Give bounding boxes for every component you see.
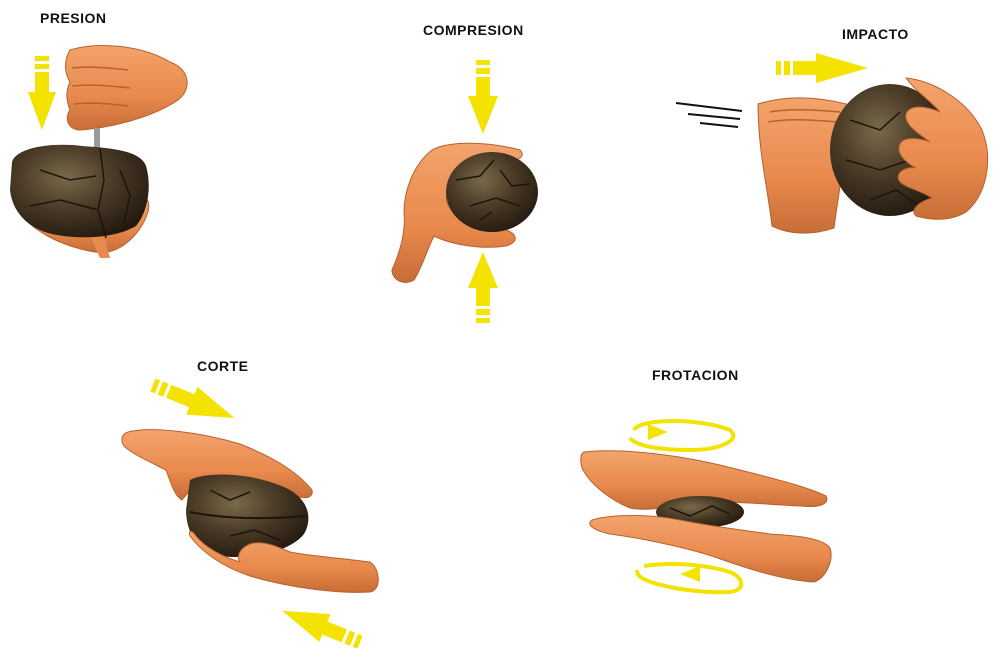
compresion-rock-icon <box>446 152 538 232</box>
compresion-top-arrow-icon <box>468 60 498 134</box>
compresion-bottom-arrow-icon <box>468 252 498 323</box>
frotacion-lower-hand-icon <box>590 516 831 583</box>
corte-bottom-arrow-icon <box>277 597 366 648</box>
presion-panel <box>10 46 187 258</box>
corte-top-arrow-icon <box>147 371 240 432</box>
corte-panel <box>122 371 378 648</box>
presion-upper-hand-icon <box>66 46 188 130</box>
impacto-arrow-icon <box>776 53 868 83</box>
frotacion-bottom-rotation-icon <box>637 564 741 592</box>
compresion-panel <box>392 60 538 323</box>
impacto-motion-lines-icon <box>676 103 742 127</box>
presion-rock-icon <box>10 145 149 238</box>
frotacion-panel <box>581 421 831 592</box>
frotacion-top-rotation-icon <box>630 421 733 450</box>
presion-arrow-icon <box>28 56 56 130</box>
impacto-panel <box>676 53 988 233</box>
